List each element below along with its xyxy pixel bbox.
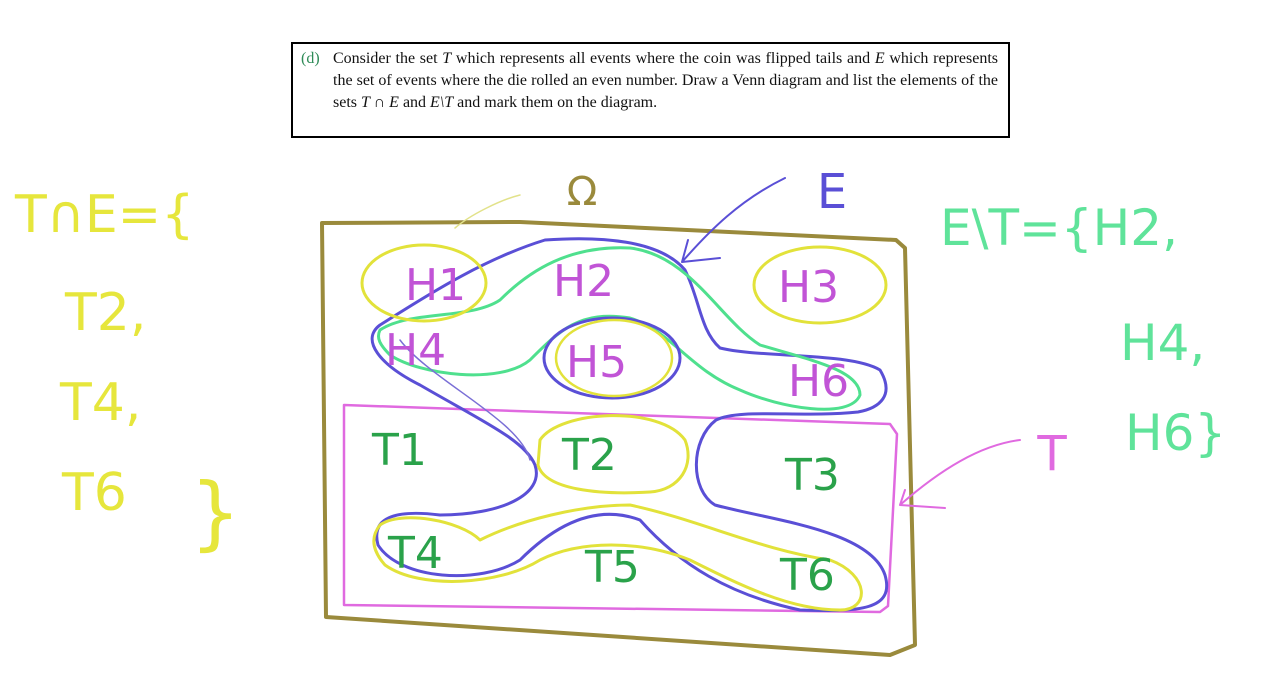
set-e-label: E bbox=[817, 164, 847, 220]
outcome-t5: T5 bbox=[584, 542, 640, 593]
difference-item-2: H6} bbox=[1125, 404, 1226, 462]
t-arrow bbox=[899, 439, 1021, 509]
intersection-header: T∩E={ bbox=[14, 185, 194, 245]
problem-statement-box: (d) Consider the set T which represents … bbox=[291, 42, 1010, 138]
difference-item-1: H4, bbox=[1120, 314, 1205, 372]
problem-label: (d) bbox=[301, 50, 320, 67]
outcome-t2: T2 bbox=[561, 430, 617, 481]
outcome-h2: H2 bbox=[553, 256, 614, 307]
outcome-h4: H4 bbox=[385, 325, 446, 376]
outcome-t3: T3 bbox=[784, 450, 840, 501]
outcome-t4: T4 bbox=[387, 528, 443, 579]
highlight-h1 bbox=[360, 243, 488, 323]
universe-label: Ω bbox=[567, 169, 598, 215]
outcome-h5: H5 bbox=[566, 337, 627, 388]
intersection-item-3: T6 bbox=[61, 463, 127, 523]
intersection-close: } bbox=[190, 466, 241, 559]
outcome-t6: T6 bbox=[779, 550, 835, 601]
problem-text: Consider the set T which represents all … bbox=[333, 50, 998, 111]
outcome-t1: T1 bbox=[371, 425, 427, 476]
universe-frame bbox=[320, 220, 917, 657]
set-e-boundary bbox=[370, 237, 889, 613]
highlight-t2 bbox=[536, 414, 690, 495]
faint-stroke bbox=[454, 194, 521, 229]
e-boundary-tail bbox=[399, 339, 531, 461]
outcome-h3: H3 bbox=[778, 262, 839, 313]
highlight-h5-inner bbox=[554, 318, 674, 398]
difference-header: E\T={H2, bbox=[940, 199, 1178, 257]
set-t-boundary bbox=[342, 403, 899, 614]
outcome-h6: H6 bbox=[788, 356, 849, 407]
e-arrow bbox=[681, 177, 786, 263]
difference-answer: E\T={H2, H4, H6} bbox=[940, 199, 1226, 462]
outcome-h1: H1 bbox=[405, 260, 466, 311]
intersection-answer: T∩E={ T2, T4, T6 } bbox=[14, 185, 241, 559]
highlight-t4-t6 bbox=[372, 503, 863, 612]
highlight-h3 bbox=[752, 245, 888, 325]
e-minus-t-region bbox=[376, 246, 862, 411]
intersection-item-1: T2, bbox=[64, 283, 146, 343]
set-t-label: T bbox=[1036, 426, 1067, 482]
highlight-h5 bbox=[542, 316, 682, 400]
intersection-item-2: T4, bbox=[59, 373, 141, 433]
